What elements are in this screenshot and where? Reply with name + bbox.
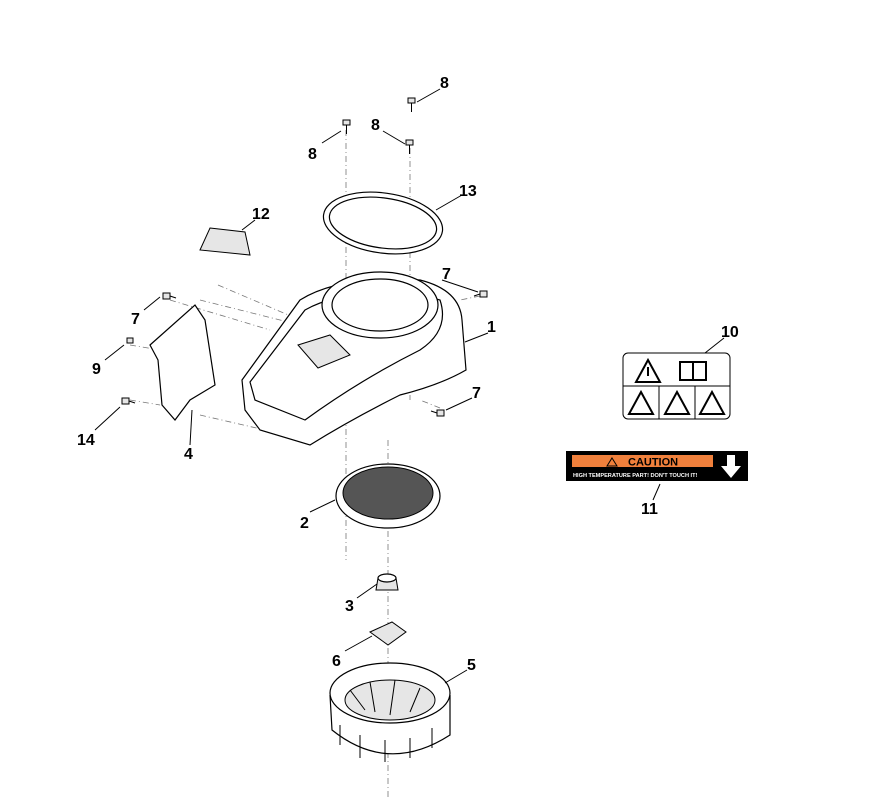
callout-7: 7 <box>472 385 481 402</box>
callout-3: 3 <box>345 598 354 615</box>
bracket-4 <box>149 304 216 421</box>
screw-7-right-bottom <box>430 409 445 417</box>
foam-pad-12 <box>199 227 251 256</box>
callout-7: 7 <box>131 311 140 328</box>
hazard-icon <box>663 389 691 415</box>
callout-10: 10 <box>721 324 739 341</box>
hazard-icon <box>698 389 726 415</box>
callout-2: 2 <box>300 515 309 532</box>
leader-lines <box>94 88 725 684</box>
callout-11: 11 <box>641 501 658 518</box>
bolt-8-top-right <box>407 97 416 112</box>
rotating-screen-2 <box>335 463 441 529</box>
screw-9 <box>126 337 134 344</box>
callout-5: 5 <box>467 657 476 674</box>
arrow-down-icon <box>721 455 741 478</box>
screw-14 <box>121 397 136 405</box>
warning-decal-10 <box>622 352 731 420</box>
callout-8: 8 <box>371 117 380 134</box>
callout-1: 1 <box>487 319 496 336</box>
caution-decal-11: CAUTION HIGH TEMPERATURE PART! DON'T TOU… <box>566 451 748 481</box>
callout-8: 8 <box>308 146 317 163</box>
flywheel-nut-3 <box>375 573 399 591</box>
caution-message: HIGH TEMPERATURE PART! DON'T TOUCH IT! <box>573 473 698 479</box>
callout-14: 14 <box>77 432 95 449</box>
callout-7: 7 <box>442 266 451 283</box>
callout-6: 6 <box>332 653 341 670</box>
callout-4: 4 <box>184 446 193 463</box>
caution-title: CAUTION <box>628 457 678 469</box>
screw-7-right-top <box>473 290 488 298</box>
gasket-ring-13 <box>322 191 444 255</box>
callout-12: 12 <box>252 206 270 223</box>
hazard-icon <box>627 389 655 415</box>
bolt-8-middle <box>405 139 414 154</box>
bolt-8-left <box>342 119 351 134</box>
callout-8: 8 <box>440 75 449 92</box>
blower-housing-1 <box>241 271 467 446</box>
screw-7-left <box>162 292 177 300</box>
flywheel-5 <box>329 662 451 762</box>
starter-cup-6 <box>369 621 407 646</box>
callout-13: 13 <box>459 183 477 200</box>
assembly-lines <box>129 130 481 800</box>
callout-9: 9 <box>92 361 101 378</box>
